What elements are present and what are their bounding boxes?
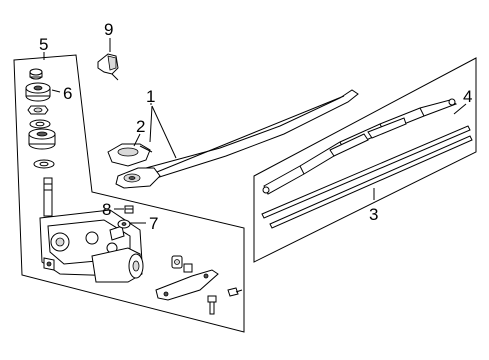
callout-8: 8 [102, 200, 111, 219]
callout-5: 5 [39, 35, 48, 54]
callout-labels: 1 2 3 4 5 6 7 8 9 [39, 20, 472, 233]
clip-part [97, 53, 119, 81]
blade-panel [253, 57, 477, 263]
grommet-stack [25, 68, 56, 169]
callout-6: 6 [63, 84, 72, 103]
wiper-motor-assembly [39, 177, 144, 283]
callout-1: 1 [146, 87, 155, 106]
wiper-arm [115, 89, 359, 189]
callout-9: 9 [104, 20, 113, 39]
callout-7: 7 [149, 214, 158, 233]
callout-3: 3 [369, 205, 378, 224]
blade-refill [261, 125, 473, 229]
wiper-blade-assembly [262, 98, 458, 195]
motor-bracket [155, 255, 243, 315]
callout-4: 4 [463, 87, 472, 106]
pivot-cap [107, 143, 153, 167]
washer-part [117, 219, 131, 229]
leader-lines [43, 38, 467, 224]
callout-2: 2 [136, 117, 145, 136]
motor-panel [13, 54, 245, 333]
nut-part [124, 205, 134, 214]
